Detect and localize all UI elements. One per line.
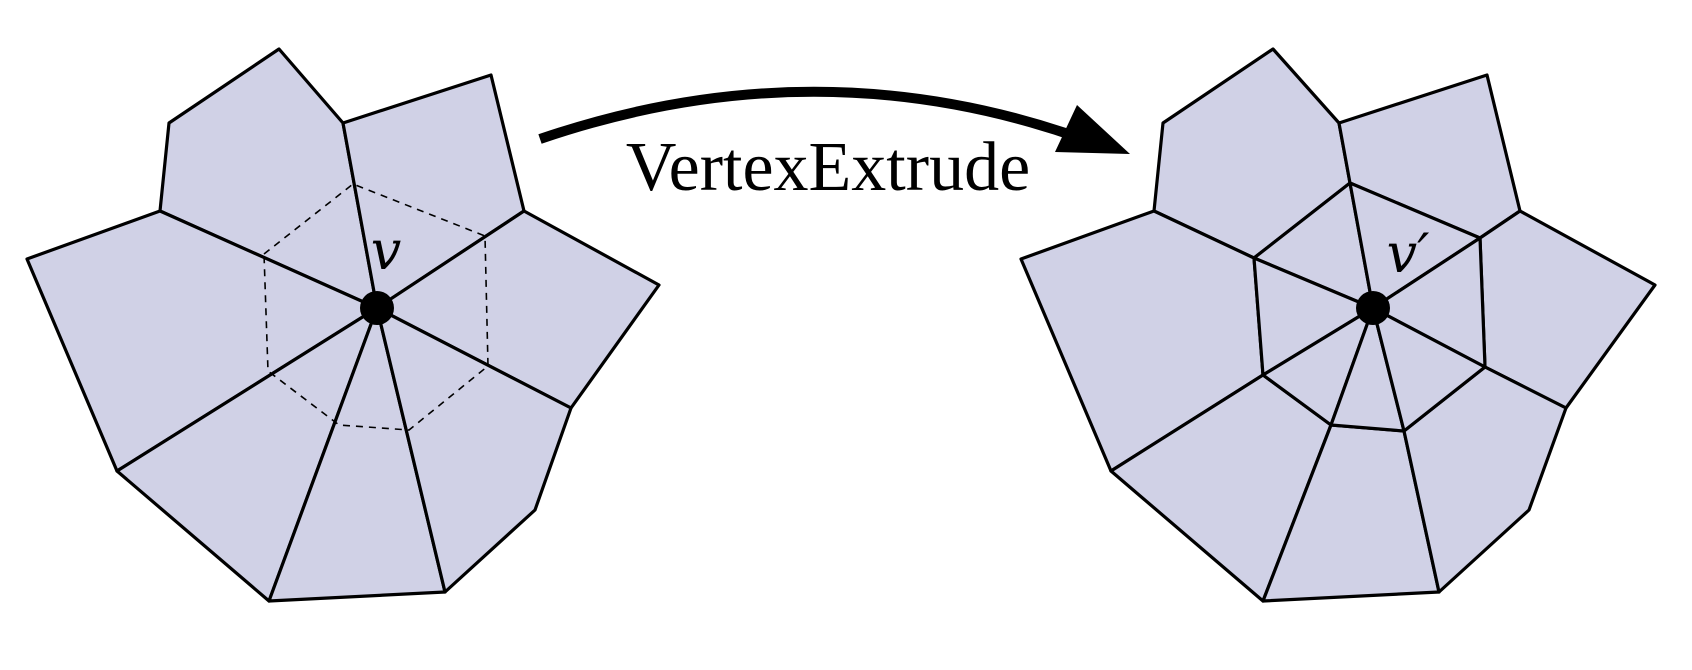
vertex-v-prime [1356,291,1390,325]
vertex-label-v: v [371,219,402,282]
vertex-label-v-prime: v′ [1387,222,1430,285]
face-bottom-right [375,306,573,594]
extruded-face-bottom-right [1371,306,1487,433]
arrow-curve [538,86,1082,144]
vertex-neighborhood-outline [263,183,489,431]
mesh-after: v′ [1019,47,1657,603]
mesh-before: v [25,47,661,603]
operation-label: VertexExtrude [626,129,1030,206]
vertex-v [360,291,394,325]
operation-arrow: VertexExtrude [538,86,1130,206]
arrow-head [1055,105,1130,154]
